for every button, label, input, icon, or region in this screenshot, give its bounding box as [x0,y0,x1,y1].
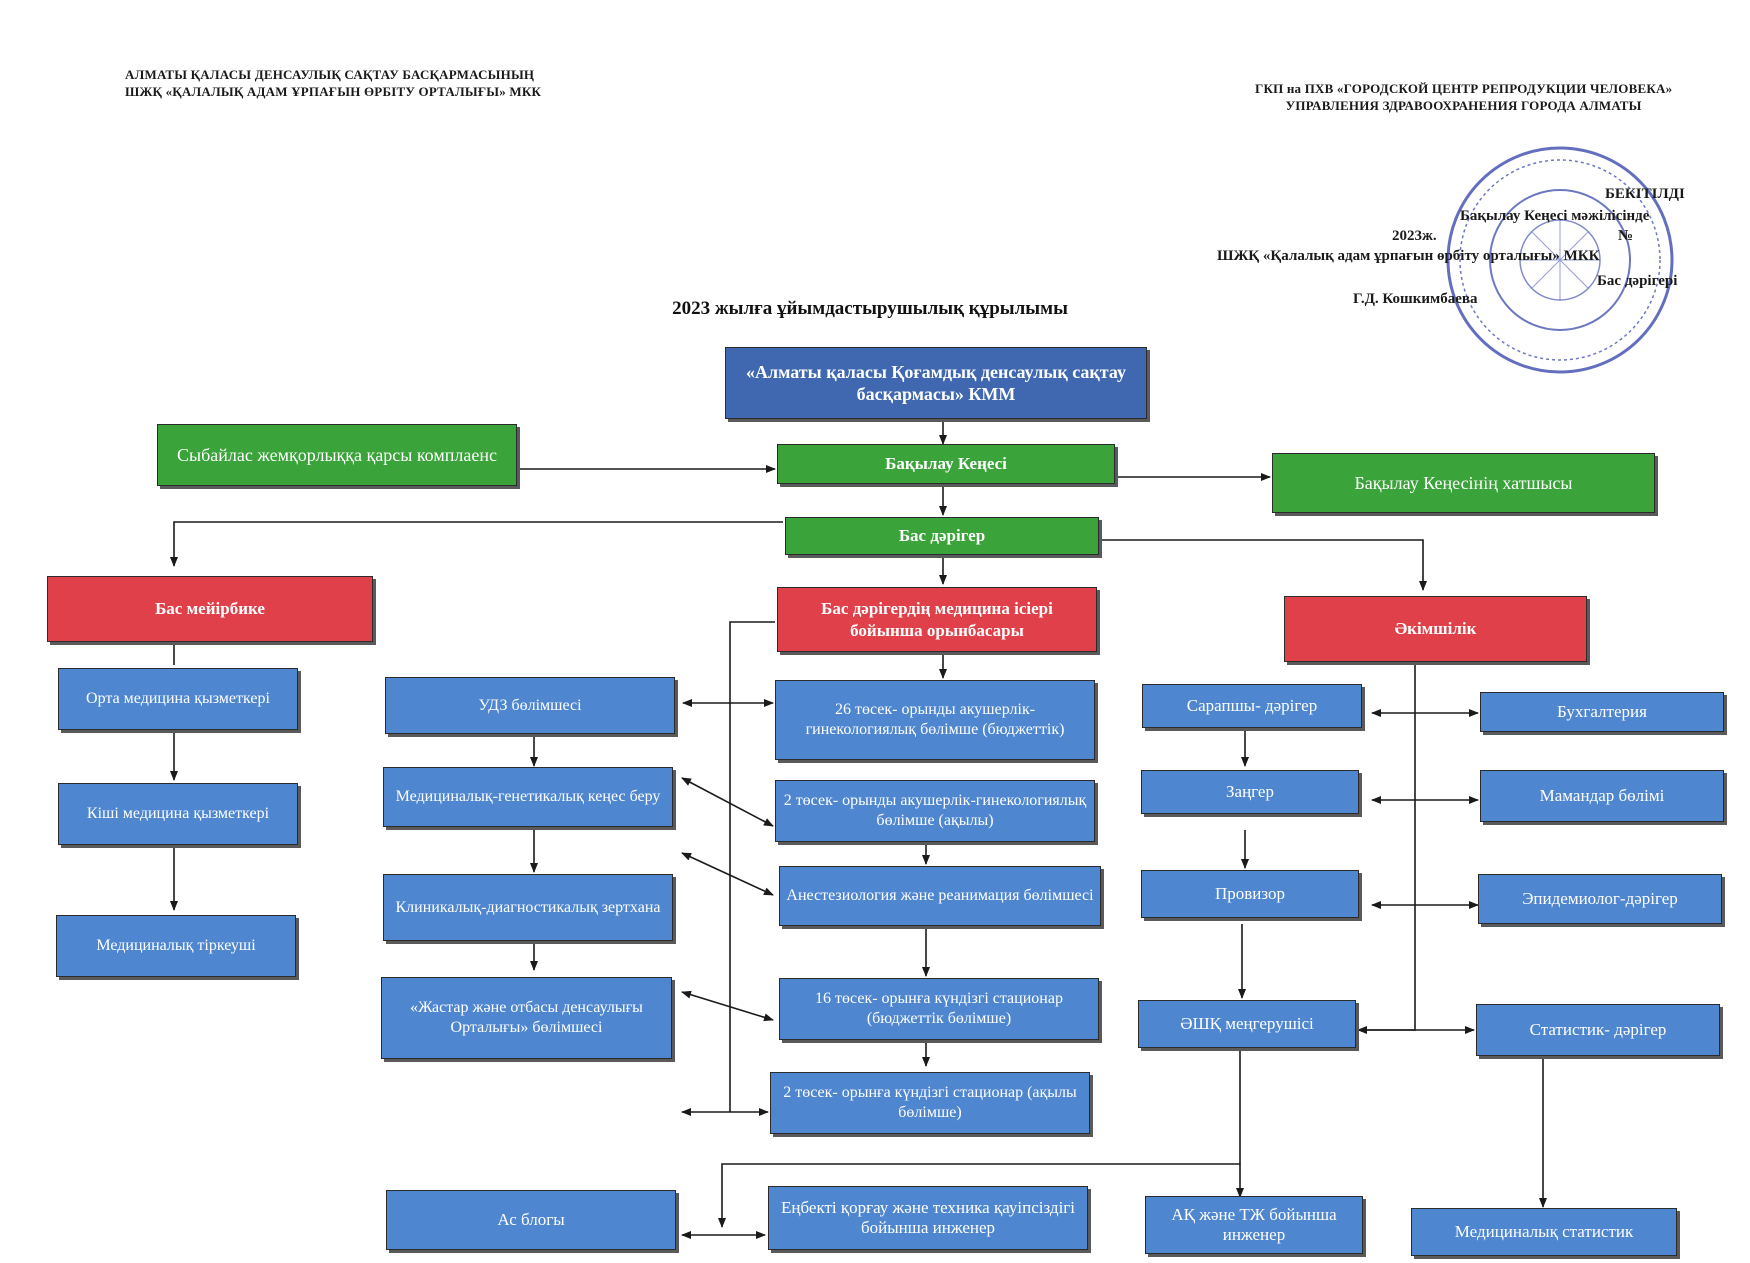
header-right-line2: УПРАВЛЕНИЯ ЗДРАВООХРАНЕНИЯ ГОРОДА АЛМАТЫ [1285,98,1642,113]
round-seal-icon [1446,146,1674,374]
box-youth-family-center: «Жастар және отбасы денсаулығы Орталығы»… [381,977,672,1059]
approval-council: Бақылау Кеңесі мәжілісінде [1460,208,1650,224]
box-civil-defense: АҚ және ТЖ бойынша инженер [1145,1196,1363,1254]
box-head-nurse: Бас мейірбике [47,576,373,642]
box-mid-med-staff: Орта медицина қызметкері [58,668,298,730]
box-catering: Ас блогы [386,1190,676,1250]
box-pharmacist: Провизор [1141,870,1359,918]
box-day-hospital-16: 16 төсек- орынға күндізгі стационар (бюд… [779,978,1099,1040]
box-statistician-doctor: Статистик- дәрігер [1476,1004,1720,1056]
approval-position: Бас дәрігері [1597,273,1678,289]
box-obgyn-26: 26 төсек- орынды акушерлік-гинекологиялы… [775,680,1095,760]
box-genetic-counseling: Медициналық-генетикалық кеңес беру [383,767,673,827]
box-supervisory-board: Бақылау Кеңесі [777,444,1115,484]
box-hr: Мамандар бөлімі [1480,770,1724,822]
chart-title: 2023 жылға ұйымдастырушылық құрылымы [672,298,1068,319]
approval-number: № [1618,228,1634,244]
header-left-line2: ШЖҚ «ҚАЛАЛЫҚ АДАМ ҰРПАҒЫН ӨРБІТУ ОРТАЛЫҒ… [125,84,542,99]
approval-org: ШЖҚ «Қалалық адам ұрпағын өрбіту орталығ… [1217,248,1600,264]
box-anesthesiology: Анестезиология және реанимация бөлімшесі [779,866,1101,926]
approval-date: 2023ж. [1392,228,1437,244]
box-accounting: Бухгалтерия [1480,692,1724,732]
box-day-hospital-2: 2 төсек- орынға күндізгі стационар (ақыл… [770,1072,1090,1134]
approval-approved: БЕКІТІЛДІ [1605,186,1685,202]
box-chief-doctor: Бас дәрігер [785,517,1099,555]
box-admin-head: ӘШҚ меңгерушісі [1138,1000,1356,1048]
box-clinical-lab: Клиникалық-диагностикалық зертхана [383,874,673,941]
box-junior-med-staff: Кіші медицина қызметкері [58,783,298,845]
approval-name: Г.Д. Кошкимбаева [1353,291,1478,307]
box-labor-safety: Еңбекті қорғау және техника қауіпсіздігі… [768,1186,1088,1250]
box-expert-doctor: Сарапшы- дәрігер [1142,684,1362,728]
header-left-line1: АЛМАТЫ ҚАЛАСЫ ДЕНСАУЛЫҚ САҚТАУ БАСҚАРМАС… [125,67,535,82]
box-lawyer: Заңгер [1141,770,1359,814]
box-obgyn-2: 2 төсек- орынды акушерлік-гинекологиялық… [775,780,1095,842]
box-deputy-medical: Бас дәрігердің медицина ісіері бойынша о… [777,587,1097,652]
box-ultrasound: УДЗ бөлімшесі [385,677,675,734]
header-right-line1: ГКП на ПХВ «ГОРОДСКОЙ ЦЕНТР РЕПРОДУКЦИИ … [1255,81,1673,96]
box-med-registrar: Медициналық тіркеуші [56,915,296,977]
header-left: АЛМАТЫ ҚАЛАСЫ ДЕНСАУЛЫҚ САҚТАУ БАСҚАРМАС… [125,66,541,100]
box-epidemiologist: Эпидемиолог-дәрігер [1478,874,1722,924]
box-top-authority: «Алматы қаласы Қоғамдық денсаулық сақтау… [725,347,1147,419]
header-right: ГКП на ПХВ «ГОРОДСКОЙ ЦЕНТР РЕПРОДУКЦИИ … [1255,80,1672,114]
box-med-statistician: Медициналық статистик [1411,1208,1677,1256]
box-administration: Әкімшілік [1284,596,1587,662]
box-anticorruption: Сыбайлас жемқорлыққа қарсы комплаенс [157,424,517,486]
box-board-secretary: Бақылау Кеңесінің хатшысы [1272,453,1655,513]
